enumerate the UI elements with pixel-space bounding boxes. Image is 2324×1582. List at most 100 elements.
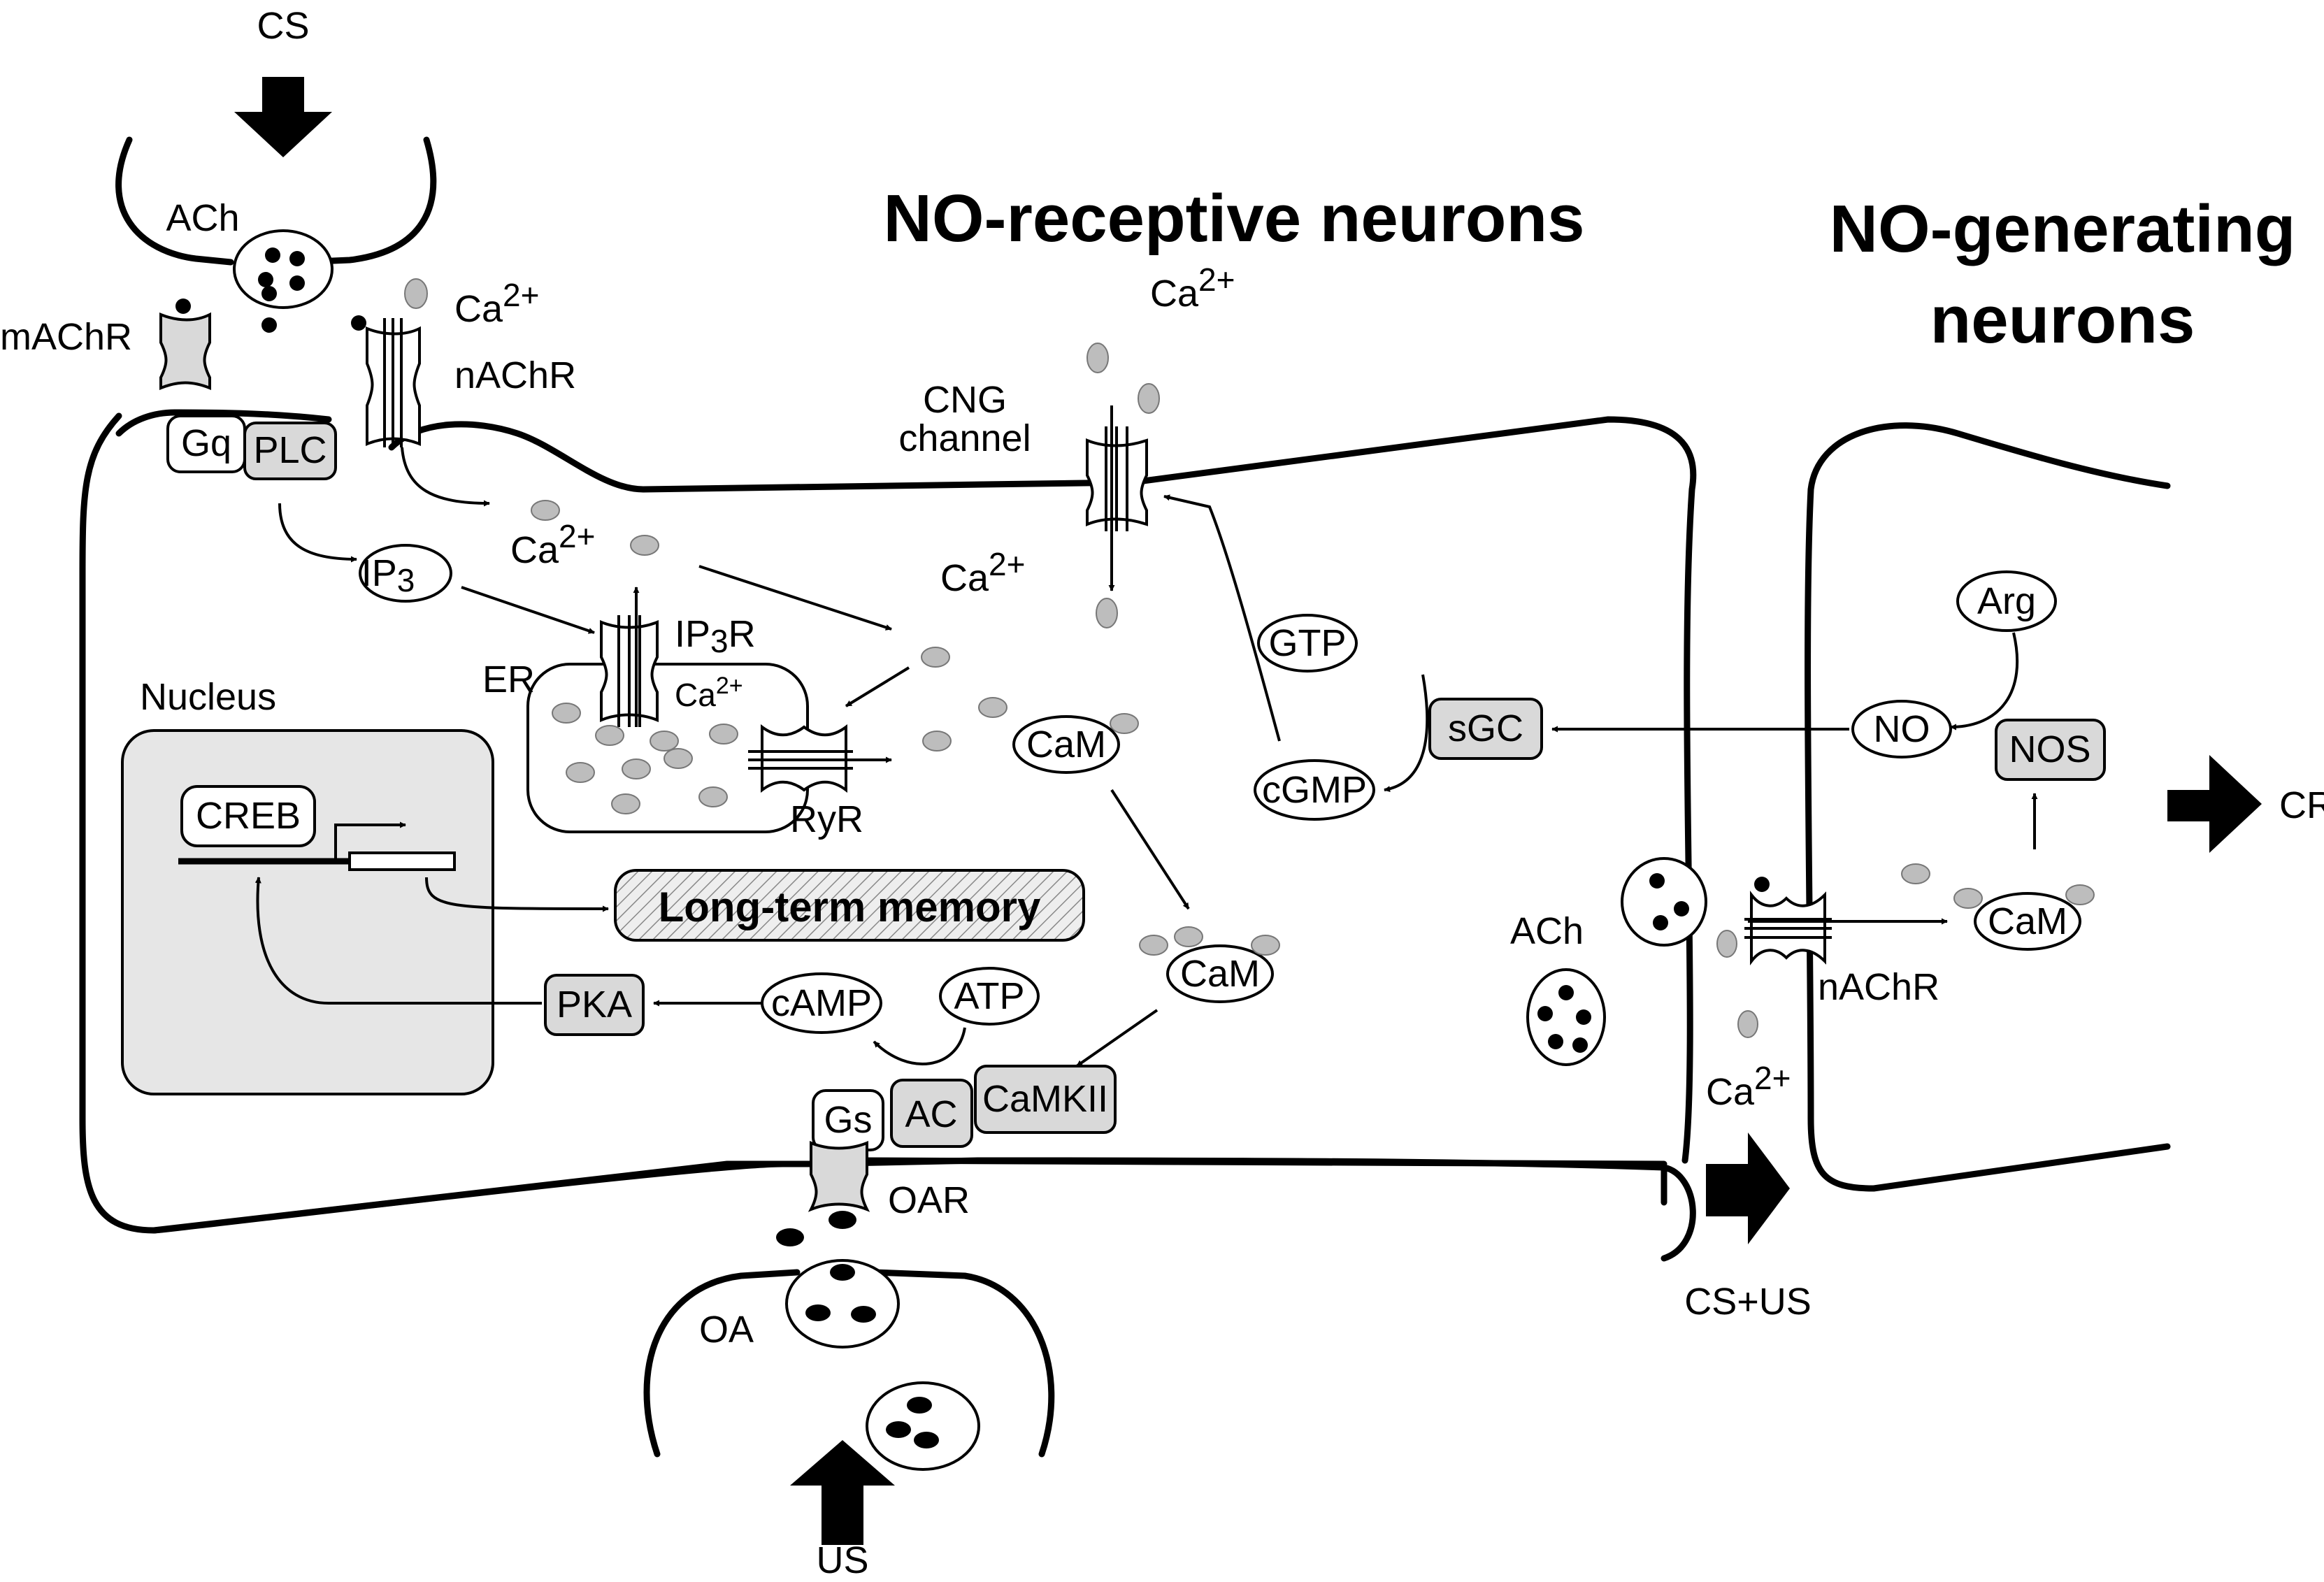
ach-top-label: ACh — [166, 197, 239, 239]
ach-molecule — [261, 317, 277, 333]
ca-mid-label: Ca2+ — [510, 518, 595, 571]
ach-bound — [351, 315, 366, 331]
oa-vesicle — [785, 1259, 900, 1349]
ach-molecule — [1649, 873, 1665, 889]
atp-oval — [939, 967, 1040, 1026]
plc-to-ip3-arrow — [278, 503, 357, 563]
title-generating-line1: NO-generating — [1830, 192, 2296, 266]
ca-ion — [1737, 1010, 1758, 1038]
cam-generating-oval — [1974, 892, 2081, 951]
oa-molecule — [829, 1211, 856, 1229]
ach-molecule — [1576, 1009, 1591, 1025]
nucleus — [121, 729, 494, 1095]
ach-molecule — [289, 275, 305, 291]
arg-oval — [1956, 570, 2057, 632]
cgmp-oval — [1254, 759, 1375, 821]
cam-activation-arrow — [1110, 789, 1190, 910]
nos-box — [1995, 719, 2106, 781]
atp-label: ATP — [954, 975, 1024, 1017]
cng-label-line2: channel — [898, 417, 1031, 459]
cam-to-camkii-arrow — [1075, 1009, 1159, 1067]
nos-label: NOS — [2009, 728, 2090, 770]
ca-ion — [1953, 888, 1983, 909]
presynaptic-us-terminal — [643, 1269, 1055, 1458]
ca-ion — [1110, 713, 1139, 734]
ca-ion — [630, 535, 659, 556]
atp-to-camp-arrow — [873, 1027, 966, 1065]
ach-vesicle-top — [233, 229, 333, 309]
sgc-label: sGC — [1448, 707, 1523, 749]
ip3-to-ip3r-arrow — [461, 586, 595, 634]
ip3-oval — [359, 544, 452, 603]
ca-ion — [921, 647, 950, 668]
ach-vesicle-right — [1621, 857, 1707, 947]
long-term-memory-label: Long-term memory — [659, 884, 1041, 930]
cam-label: CaM — [1026, 724, 1106, 765]
cam-bound-oval — [1166, 944, 1274, 1003]
ca-ion — [709, 724, 738, 745]
cgmp-to-cng-arrow — [1163, 494, 1281, 742]
oa-molecule — [907, 1397, 932, 1414]
ach-right-label: ACh — [1510, 910, 1584, 952]
nachr-top-label: nAChR — [454, 354, 576, 396]
cs-us-label: CS+US — [1684, 1281, 1812, 1323]
camkii-box — [974, 1065, 1117, 1134]
gq-label: Gq — [181, 422, 231, 464]
er-label: ER — [482, 659, 535, 700]
machr-label: mAChR — [0, 316, 132, 358]
ca-ion — [1139, 935, 1168, 956]
ca-ion — [595, 725, 624, 746]
arg-label: Arg — [1977, 580, 2036, 622]
ca-ion — [978, 697, 1007, 718]
cr-output-arrow — [2167, 755, 2262, 853]
gene-box — [348, 851, 456, 871]
oa-molecule — [914, 1432, 939, 1448]
ach-molecule — [258, 272, 273, 287]
cgmp-label: cGMP — [1262, 769, 1367, 811]
ach-molecule — [265, 247, 280, 263]
title-receptive: NO-receptive neurons — [884, 181, 1585, 256]
ca-ion — [404, 278, 428, 309]
oa-vesicle-2 — [866, 1381, 980, 1471]
ca-ion — [2065, 884, 2095, 905]
ca-synapse-label: Ca2+ — [1706, 1060, 1791, 1113]
machr-receptor — [159, 312, 211, 390]
cs-label: CS — [257, 5, 309, 47]
ca-influx-arrow — [401, 447, 490, 507]
nucleus-label: Nucleus — [140, 676, 276, 718]
ca-top-label: Ca2+ — [454, 277, 539, 330]
title-generating-line2: neurons — [1930, 282, 2195, 357]
plc-box — [243, 422, 337, 480]
creb-box — [180, 785, 316, 847]
ach-molecule — [1537, 1006, 1553, 1021]
cs-input-arrow — [234, 77, 332, 157]
ca-ion — [698, 786, 728, 807]
ac-box — [890, 1079, 973, 1148]
ca-ion — [531, 500, 560, 521]
ach-molecule — [1572, 1037, 1588, 1053]
oa-molecule — [851, 1306, 876, 1323]
ca-ion — [650, 731, 679, 752]
ca-ion — [664, 748, 693, 769]
camp-label: cAMP — [771, 982, 872, 1024]
ca-to-ryr-arrow — [845, 666, 910, 707]
oar-label: OAR — [888, 1179, 970, 1221]
ca-ion — [1174, 926, 1203, 947]
ca-ion — [566, 762, 595, 783]
ach-molecule — [289, 251, 305, 266]
ach-molecule — [261, 286, 277, 301]
receptive-neuron-top-left — [115, 409, 332, 437]
ca-ion — [622, 758, 651, 779]
cr-label: CR — [2279, 784, 2324, 826]
pka-to-creb-arrow — [254, 877, 542, 1005]
ach-molecule — [1548, 1034, 1563, 1049]
oar-receptor — [808, 1141, 870, 1212]
ryr-label: RyR — [790, 798, 863, 840]
oa-molecule — [886, 1421, 911, 1438]
ac-label: AC — [905, 1093, 957, 1135]
sgc-box — [1428, 698, 1543, 760]
ca-ion — [1138, 383, 1160, 414]
receptive-neuron-bottom — [150, 1157, 1667, 1234]
